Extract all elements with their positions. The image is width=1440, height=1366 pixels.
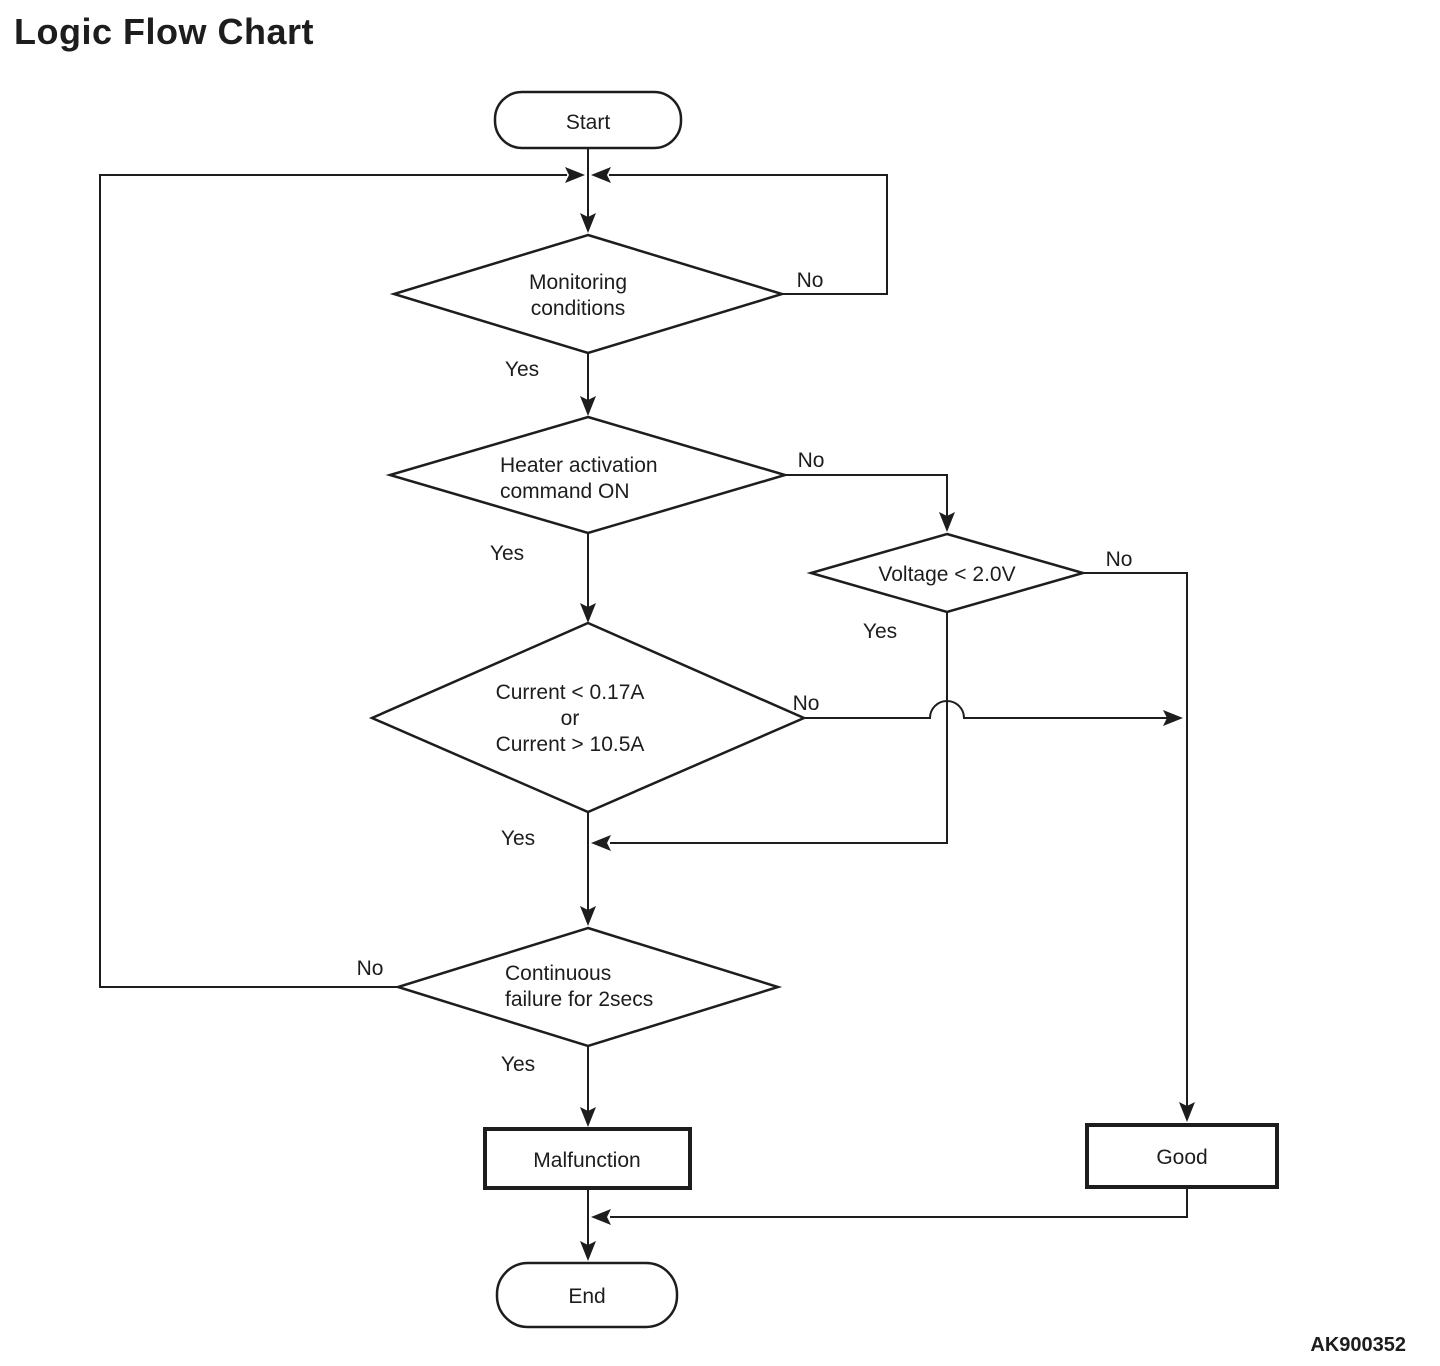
node-voltage-check: Voltage < 2.0V	[806, 532, 1088, 614]
node-current-line2: or	[561, 707, 580, 730]
node-malfunction: Malfunction	[483, 1127, 692, 1190]
node-end: End	[495, 1261, 679, 1329]
arrowhead-left-icon	[591, 167, 611, 183]
arrowhead-left-icon	[591, 835, 611, 851]
node-heater-line1: Heater activation	[500, 454, 658, 477]
node-current-check: Current < 0.17A or Current > 10.5A	[368, 621, 808, 814]
node-voltage-line1: Voltage < 2.0V	[878, 563, 1015, 586]
node-current-line1: Current < 0.17A	[496, 681, 645, 704]
edge-label-no: No	[1106, 548, 1133, 571]
edge-heater-no: No	[785, 449, 955, 532]
merge-junction	[565, 167, 611, 183]
arrowhead-down-icon	[580, 213, 596, 233]
edge-continuous-yes: Yes	[501, 1046, 596, 1127]
edge-label-yes: Yes	[505, 358, 539, 381]
edge-label-no: No	[797, 269, 824, 292]
arrowhead-right-icon	[1163, 710, 1183, 726]
node-continuous-line2: failure for 2secs	[505, 988, 653, 1011]
edge-label-yes: Yes	[490, 542, 524, 565]
edge-monitoring-no: No	[609, 174, 888, 295]
node-heater-activation: Heater activation command ON	[385, 415, 790, 535]
node-monitoring-line1: Monitoring	[529, 271, 627, 294]
figure-code: AK900352	[1310, 1334, 1406, 1356]
node-malfunction-label: Malfunction	[533, 1149, 640, 1172]
edge-good-to-end-line	[591, 1187, 1188, 1225]
node-end-label: End	[568, 1285, 605, 1308]
node-monitoring-line2: conditions	[531, 297, 626, 320]
node-current-line3: Current > 10.5A	[496, 733, 645, 756]
arrowhead-down-icon	[580, 906, 596, 926]
node-continuous-line1: Continuous	[505, 962, 611, 985]
node-start: Start	[493, 90, 683, 150]
edge-voltage-yes: Yes	[591, 612, 948, 851]
arrowhead-down-icon	[580, 1107, 596, 1127]
edge-label-yes: Yes	[863, 620, 897, 643]
edge-label-yes: Yes	[501, 1053, 535, 1076]
arrowhead-down-icon	[580, 603, 596, 623]
edge-malfunction-to-end	[580, 1188, 596, 1261]
edge-heater-yes: Yes	[490, 533, 596, 623]
arrowhead-down-icon	[1179, 1102, 1195, 1122]
node-monitoring-conditions: Monitoring conditions	[389, 233, 787, 355]
edge-current-yes: Yes	[501, 812, 596, 926]
edge-label-no: No	[793, 692, 820, 715]
arrowhead-down-icon	[580, 396, 596, 416]
arrowhead-down-icon	[939, 512, 955, 532]
edge-monitoring-yes: Yes	[505, 353, 596, 416]
edge-label-yes: Yes	[501, 827, 535, 850]
edge-continuous-no: No	[99, 174, 567, 988]
node-heater-line2: command ON	[500, 480, 630, 503]
page-title: Logic Flow Chart	[14, 11, 314, 52]
node-good: Good	[1085, 1123, 1279, 1189]
edge-current-no: No	[793, 692, 1183, 726]
arrowhead-left-icon	[591, 1209, 611, 1225]
node-good-label: Good	[1156, 1146, 1207, 1169]
edge-start-to-monitoring	[580, 148, 596, 233]
edge-label-no: No	[798, 449, 825, 472]
arrowhead-right-icon	[565, 167, 585, 183]
edge-voltage-no: No	[1083, 548, 1195, 1122]
node-continuous-failure: Continuous failure for 2secs	[393, 926, 783, 1048]
node-start-label: Start	[566, 111, 611, 134]
edge-label-no: No	[357, 957, 384, 980]
arrowhead-down-icon	[580, 1241, 596, 1261]
